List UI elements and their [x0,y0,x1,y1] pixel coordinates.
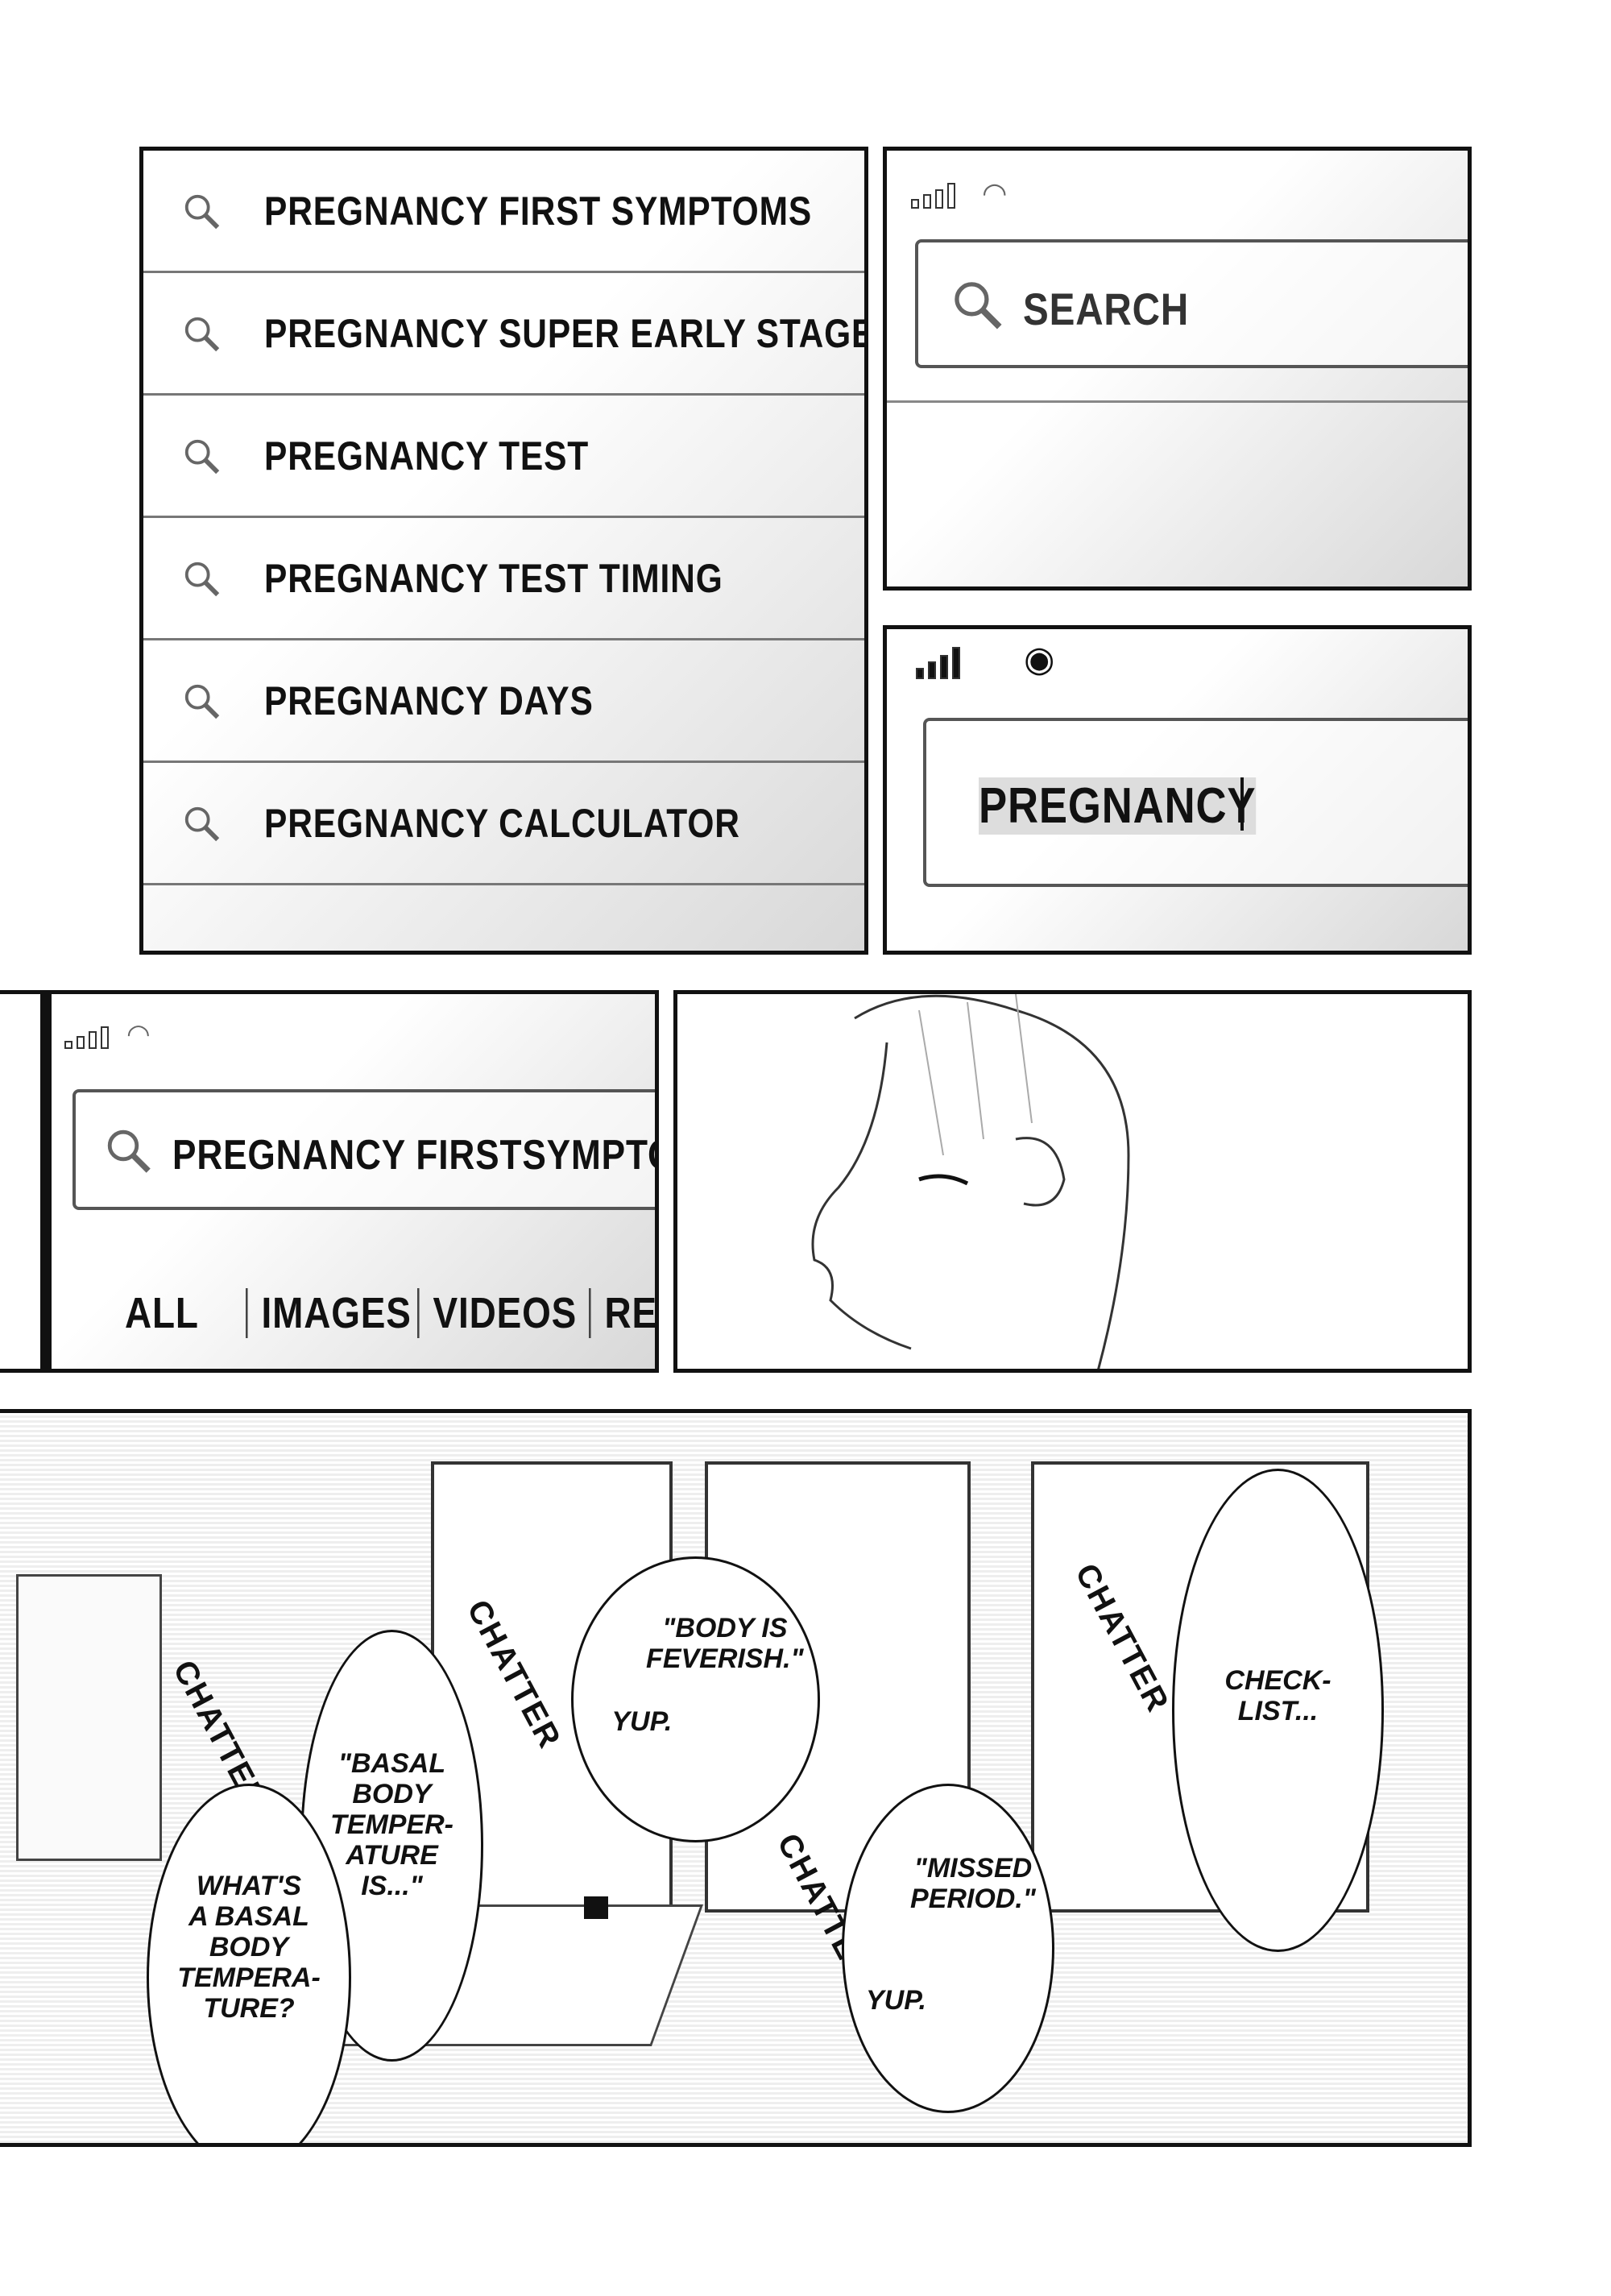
suggestion-item[interactable]: PREGNANCY TEST [143,396,864,518]
signal-icon [64,1026,109,1049]
bubble-text: WHAT'S A BASAL BODY TEMPERA- TURE? [177,1870,321,2024]
search-icon [182,559,221,598]
search-icon [182,682,221,720]
thought-bubble: "BODY IS FEVERISH." YUP. [571,1556,820,1842]
tab-images[interactable]: IMAGES [246,1288,411,1338]
speech-bubble: WHAT'S A BASAL BODY TEMPERA- TURE? [147,1784,351,2143]
phone-edge [40,994,52,1369]
suggestion-label: PREGNANCY CALCULATOR [264,800,740,846]
search-icon [104,1126,152,1175]
suggestion-label: PREGNANCY SUPER EARLY STAGES [264,310,868,356]
bubble-text: "MISSED PERIOD." [909,1852,1036,1914]
bubble-text: YUP. [611,1706,673,1738]
wifi-icon: ◉ [1024,640,1055,679]
thought-bubble: "MISSED PERIOD." YUP. [842,1784,1054,2113]
tab-all[interactable]: ALL [125,1289,199,1337]
bubble-text: CHECK- LIST... [1224,1665,1331,1727]
signal-icon [911,183,955,209]
thought-bubble: CHECK- LIST... [1172,1469,1384,1952]
suggestion-label: PREGNANCY TEST TIMING [264,555,723,601]
suggestion-label: PREGNANCY DAYS [264,678,594,723]
search-icon [950,278,1004,331]
suggestion-item[interactable]: PREGNANCY FIRST SYMPTOMS [143,151,864,273]
search-placeholder: SEARCH [1023,284,1190,334]
search-icon [182,804,221,843]
divider [887,400,1468,403]
woman-profile-illustration [811,994,1130,1369]
suggestion-item[interactable]: PREGNANCY TEST TIMING [143,518,864,640]
wifi-icon: ◠ [126,1019,151,1050]
search-value: PREGNANCY [979,777,1257,835]
wifi-icon: ◠ [982,176,1008,209]
cafe-scene-panel: CHATTER CHATTER CHATTER CHATTER "BASAL B… [0,1409,1472,2147]
suggestion-item[interactable]: PREGNANCY SUPER EARLY STAGES [143,273,864,396]
suggestion-item[interactable]: PREGNANCY CALCULATOR [143,763,864,885]
tab-more[interactable]: RE [589,1288,655,1338]
search-input[interactable]: SEARCH [915,239,1468,368]
suggestion-item[interactable]: PREGNANCY DAYS [143,640,864,763]
suggestions-panel: PREGNANCY FIRST SYMPTOMS PREGNANCY SUPER… [139,147,868,955]
suggestion-label: PREGNANCY FIRST SYMPTOMS [264,188,813,234]
phone [584,1896,608,1919]
search-icon [182,192,221,230]
empty-search-panel: ◠ SEARCH [883,147,1472,591]
bubble-text: YUP. [866,1984,926,2016]
wall-poster [16,1574,162,1861]
suggestion-label: PREGNANCY TEST [264,433,590,479]
text-cursor [1240,777,1244,831]
tab-videos[interactable]: VIDEOS [417,1288,576,1338]
search-input[interactable]: PREGNANCY [923,718,1468,887]
signal-icon [916,647,960,679]
profile-panel [673,990,1472,1373]
bubble-text: "BASAL BODY TEMPER- ATURE IS..." [330,1747,453,1901]
search-icon [182,314,221,353]
bubble-text: "BODY IS FEVERISH." [646,1612,804,1674]
typing-panel: ◉ PREGNANCY [883,625,1472,955]
search-icon [182,437,221,475]
